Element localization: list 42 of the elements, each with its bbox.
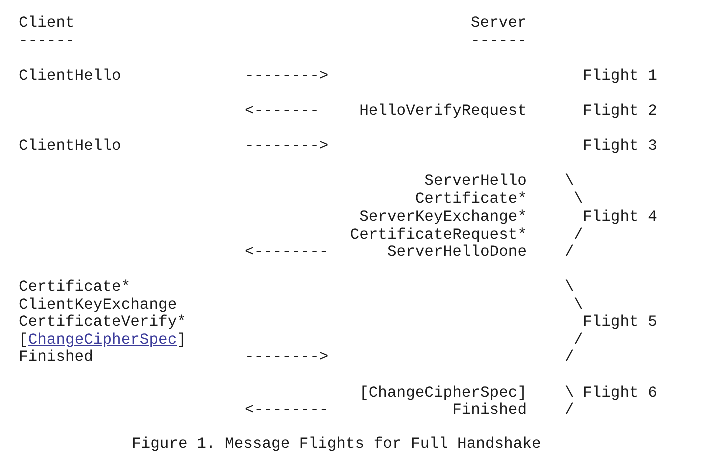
message-label: ClientHello <box>19 137 122 155</box>
message-label: ClientKeyExchange <box>19 296 178 314</box>
text-arrow: --------> <box>245 348 329 366</box>
bracket-mark: \ <box>565 172 574 190</box>
bracket-mark: / <box>565 348 574 366</box>
message-label: Certificate* <box>415 190 527 208</box>
bracket-mark: / <box>565 243 574 261</box>
text-arrow: <-------- <box>245 401 329 419</box>
flight-label: Flight 3 <box>583 137 658 155</box>
message-label: [ChangeCipherSpec] <box>360 384 527 402</box>
message-label: Finished <box>19 348 94 366</box>
figure-caption: Figure 1. Message Flights for Full Handshake <box>132 435 542 453</box>
bracket-mark: \ <box>574 190 584 208</box>
flight-label: Flight 1 <box>583 67 658 85</box>
bracket-mark: / <box>565 401 574 419</box>
message-label: ClientHello <box>19 67 122 85</box>
message-label: HelloVerifyRequest <box>360 102 527 120</box>
message-label: [ChangeCipherSpec] <box>19 331 186 349</box>
bracket-mark: / <box>574 331 584 349</box>
heading-underline: ------ <box>471 32 527 50</box>
text-arrow: --------> <box>245 137 329 155</box>
flight-label: Flight 4 <box>583 208 658 226</box>
bracket-mark: \ <box>574 296 584 314</box>
message-label: Finished <box>452 401 527 419</box>
text-arrow: --------> <box>245 67 329 85</box>
flight-label: Flight 2 <box>583 102 658 120</box>
flight-label: Flight 6 <box>583 384 658 402</box>
message-label: CertificateRequest* <box>350 226 527 244</box>
message-label: CertificateVerify* <box>19 313 186 331</box>
message-label: ServerHello <box>424 172 527 190</box>
heading-underline: ------ <box>19 32 75 50</box>
text-arrow: <------- <box>245 102 320 120</box>
message-label: ServerKeyExchange* <box>360 208 527 226</box>
column-heading: Server <box>471 14 527 32</box>
column-heading: Client <box>19 14 75 32</box>
bracket-mark: \ <box>565 278 574 296</box>
flight-label: Flight 5 <box>583 313 658 331</box>
text-arrow: <-------- <box>245 243 329 261</box>
bracket-mark: / <box>574 226 584 244</box>
message-label: ServerHelloDone <box>387 243 527 261</box>
bracket-mark: \ <box>565 384 574 402</box>
message-label: Certificate* <box>19 278 131 296</box>
